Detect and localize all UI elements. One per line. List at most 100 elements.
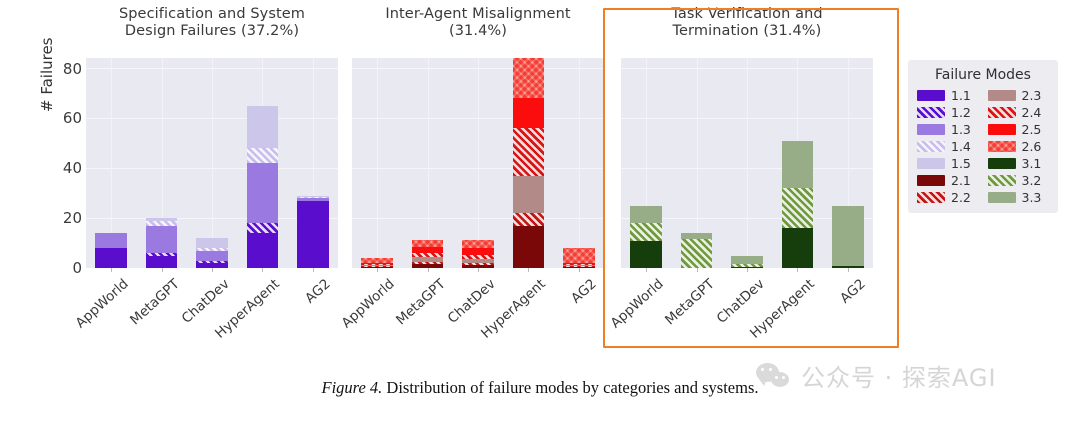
watermark-text: 公众号 · 探索AGI (801, 364, 997, 392)
x-tick (111, 268, 113, 272)
bar-segment-1.5 (296, 195, 329, 197)
bar-ag2[interactable] (296, 195, 329, 268)
bar-segment-2.4 (562, 264, 595, 265)
x-tick (377, 268, 379, 272)
bar-segment-3.3 (680, 233, 713, 239)
bar-hyperagent[interactable] (781, 140, 814, 268)
legend-label-2.5: 2.5 (1021, 121, 1042, 137)
bar-segment-2.1 (562, 267, 595, 268)
y-tick-60: 60 (62, 109, 82, 127)
bar-segment-2.2 (462, 263, 494, 265)
bar-segment-3.2 (630, 223, 663, 241)
bar-segment-3.3 (781, 140, 814, 188)
bar-segment-2.6 (512, 58, 545, 98)
panel-2-title-line1: Inter-Agent Misalignment (385, 6, 571, 22)
bar-segment-3.1 (781, 228, 814, 268)
bar-hyperagent[interactable] (246, 105, 279, 268)
legend-item-1.2[interactable]: 1.2 (917, 104, 979, 120)
bar-ag2[interactable] (831, 205, 864, 268)
legend-item-1.1[interactable]: 1.1 (917, 88, 979, 103)
bar-segment-2.5 (462, 248, 494, 255)
x-tick (161, 268, 163, 272)
vgridline-0 (111, 58, 112, 268)
bar-segment-2.6 (462, 240, 494, 248)
x-axis-label-ag2: AG2 (836, 276, 869, 307)
bar-segment-2.4 (361, 264, 394, 265)
bar-appworld[interactable] (630, 205, 663, 268)
bar-segment-1.5 (145, 218, 178, 221)
panel-3-plot-area (621, 58, 873, 268)
panel-3-title-line1: Task Verification and (671, 6, 823, 22)
legend-swatch-3.3 (987, 191, 1016, 203)
x-axis-label-ag2: AG2 (567, 276, 600, 307)
bar-metagpt[interactable] (680, 233, 713, 268)
bar-segment-1.3 (95, 233, 128, 248)
bar-segment-1.1 (145, 255, 178, 268)
vgridline-2 (747, 58, 748, 268)
x-tick (312, 268, 314, 272)
panel-2-title-line2: (31.4%) (448, 23, 508, 40)
bar-segment-1.5 (196, 238, 228, 248)
x-axis-label-ag2: AG2 (301, 276, 334, 307)
legend-item-3.1[interactable]: 3.1 (987, 155, 1050, 171)
bar-segment-1.1 (196, 263, 228, 268)
bar-segment-1.3 (296, 198, 329, 201)
legend-item-2.4[interactable]: 2.4 (987, 105, 1050, 120)
bar-segment-1.2 (246, 223, 279, 233)
vgridline-1 (162, 58, 163, 268)
watermark: 公众号 · 探索AGI (756, 358, 997, 393)
bar-chatdev[interactable] (462, 240, 494, 268)
legend-label-1.2: 1.2 (951, 104, 971, 120)
legend-item-2.6[interactable]: 2.6 (987, 139, 1050, 154)
legend-item-1.3[interactable]: 1.3 (917, 122, 979, 137)
legend-swatch-2.5 (987, 123, 1016, 135)
vgridline-1 (697, 58, 698, 268)
legend-label-3.1: 3.1 (1021, 155, 1042, 171)
bar-appworld[interactable] (95, 233, 128, 268)
panel-3-title-line2: Termination (31.4%) (672, 23, 822, 40)
panel-1-title-line2: Design Failures (37.2%) (124, 23, 300, 40)
panel-inter-agent-misalignment: Inter-Agent Misalignment (31.4%) (352, 6, 604, 268)
bar-hyperagent[interactable] (512, 58, 545, 268)
legend-label-1.5: 1.5 (951, 155, 971, 171)
legend-item-3.2[interactable]: 3.2 (987, 173, 1050, 188)
panel-1-title-line1: Specification and System (118, 6, 306, 22)
bar-segment-2.2 (562, 266, 595, 267)
bar-metagpt[interactable] (411, 240, 444, 268)
bar-chatdev[interactable] (196, 238, 228, 268)
panel-1-title: Specification and System Design Failures… (86, 6, 338, 40)
x-tick (427, 268, 429, 272)
legend-swatch-2.3 (987, 89, 1016, 101)
legend-item-3.3[interactable]: 3.3 (987, 190, 1050, 205)
y-axis: # Failures 0 20 40 60 80 (30, 0, 82, 423)
legend-item-1.4[interactable]: 1.4 (917, 139, 979, 154)
y-tick-80: 80 (62, 60, 82, 78)
bar-segment-1.4 (196, 248, 228, 251)
bar-segment-1.3 (145, 225, 178, 253)
legend-item-2.1[interactable]: 2.1 (917, 173, 979, 188)
bar-segment-2.4 (462, 255, 494, 259)
bar-segment-2.1 (462, 265, 494, 268)
bar-segment-3.3 (630, 205, 663, 223)
legend-item-2.2[interactable]: 2.2 (917, 190, 979, 205)
x-axis-label-metagpt: MetaGPT (392, 276, 449, 329)
bar-segment-1.1 (95, 248, 128, 268)
bar-ag2[interactable] (562, 248, 595, 268)
legend-item-1.5[interactable]: 1.5 (917, 155, 979, 171)
panel-specification-design-failures: Specification and System Design Failures… (86, 6, 338, 268)
y-tick-40: 40 (62, 159, 82, 177)
bar-chatdev[interactable] (731, 255, 763, 268)
bar-metagpt[interactable] (145, 218, 178, 268)
legend-item-2.3[interactable]: 2.3 (987, 88, 1050, 103)
bar-segment-2.4 (411, 253, 444, 257)
bar-segment-2.6 (411, 240, 444, 247)
x-axis-label-appworld: AppWorld (607, 276, 667, 332)
bar-segment-3.2 (781, 188, 814, 228)
bar-appworld[interactable] (361, 258, 394, 268)
legend-item-2.5[interactable]: 2.5 (987, 121, 1050, 137)
vgridline-2 (212, 58, 213, 268)
x-tick (797, 268, 799, 272)
